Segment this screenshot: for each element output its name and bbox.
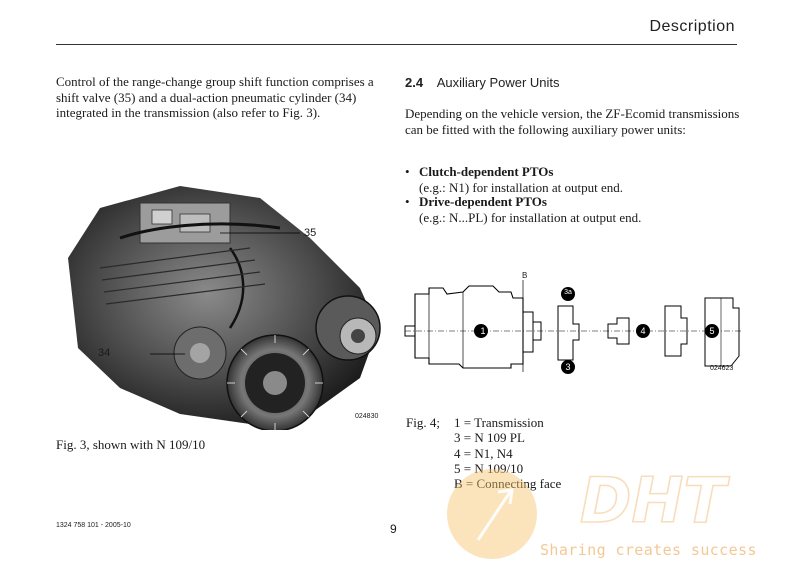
page-number: 9 (390, 522, 397, 536)
legend-item: B = Connecting face (454, 476, 562, 492)
diagram-label-4: 4 (640, 326, 646, 336)
legend-item: 5 = N 109/10 (454, 460, 524, 476)
section-title: Auxiliary Power Units (436, 75, 560, 90)
fig3-caption: Fig. 3, shown with N 109/10 (56, 437, 206, 452)
section-number: 2.4 (405, 75, 424, 90)
diagram-label-5: 5 (709, 326, 715, 336)
bullet-title: Clutch-dependent PTOs (419, 164, 554, 179)
legend-item: 3 = N 109 PL (454, 430, 525, 446)
bullet-detail: (e.g.: N...PL) for installation at outpu… (419, 209, 642, 225)
callout-35: 35 (304, 227, 317, 239)
footer-doc-ref: 1324 758 101 - 2005-10 (56, 522, 131, 529)
apu-intro-paragraph: Depending on the vehicle version, the ZF… (405, 106, 740, 137)
legend-item: 4 = N1, N4 (454, 445, 513, 461)
bullet-title: Drive-dependent PTOs (419, 194, 547, 209)
diagram-image-id: 024623 (710, 365, 734, 372)
diagram-label-3: 3 (565, 362, 571, 372)
watermark-logo-text: DHT (580, 464, 730, 537)
fig4-legend: Fig. 4; 1 = Transmission 3 = N 109 PL 4 =… (406, 415, 561, 491)
range-change-paragraph: Control of the range-change group shift … (56, 74, 374, 120)
dht-watermark-logo: DHT (447, 463, 731, 559)
bullet-dot: • (405, 194, 410, 209)
legend-item: 1 = Transmission (454, 415, 544, 430)
diagram-label-3a: 3a (564, 289, 572, 296)
header-divider (56, 44, 737, 45)
section-heading: 2.4 Auxiliary Power Units (405, 75, 560, 90)
legend-figure-label: Fig. 4; (406, 415, 440, 430)
bullet-drive-dependent: • Drive-dependent PTOs (e.g.: N...PL) for… (405, 194, 740, 225)
callout-34: 34 (98, 347, 111, 359)
watermark-tagline: Sharing creates success (540, 541, 757, 559)
diagram-label-1: 1 (480, 326, 486, 336)
transmission-photo (68, 186, 381, 430)
photo-image-id: 024830 (355, 413, 379, 420)
bullet-clutch-dependent: • Clutch-dependent PTOs (e.g.: N1) for in… (405, 164, 740, 195)
diagram-label-b: B (522, 271, 528, 280)
page-header-title: Description (649, 18, 735, 35)
pto-diagram (404, 280, 743, 374)
bullet-dot: • (405, 164, 410, 179)
bullet-detail: (e.g.: N1) for installation at output en… (419, 179, 623, 195)
